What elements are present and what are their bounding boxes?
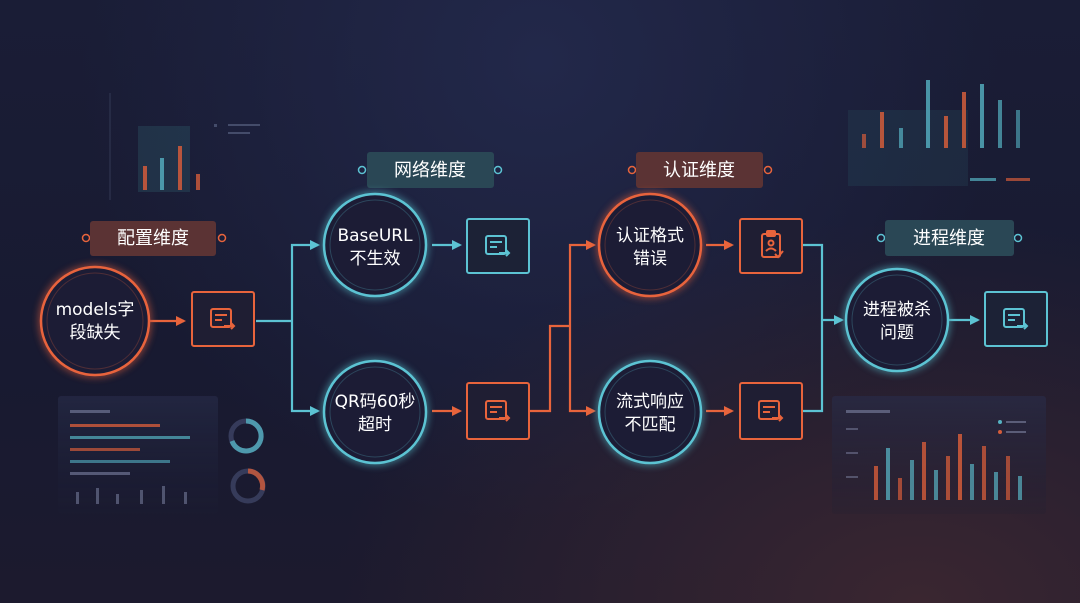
dimension-label-auth: 认证维度 bbox=[588, 152, 812, 188]
node-text-line-2: 问题 bbox=[880, 323, 914, 343]
icon-box-qr bbox=[466, 382, 530, 440]
clipboard-check-icon bbox=[761, 230, 784, 259]
decor-bars-bottom-right bbox=[832, 396, 1046, 514]
background-decoration bbox=[58, 80, 1046, 514]
decor-progress-panel bbox=[58, 396, 266, 514]
dimension-label-network: 网络维度 bbox=[316, 152, 548, 188]
document-arrow-icon bbox=[1003, 308, 1029, 330]
dimension-label-text: 进程维度 bbox=[913, 228, 985, 249]
connector-stream-box-to-merge bbox=[802, 320, 824, 413]
node-models-field: models字 段缺失 bbox=[39, 265, 151, 377]
icon-box-auth bbox=[739, 218, 803, 274]
icon-box-config bbox=[191, 291, 255, 347]
node-text-line-1: models字 bbox=[56, 300, 135, 320]
dimension-label-config: 配置维度 bbox=[40, 221, 266, 256]
dimension-label-text: 网络维度 bbox=[394, 160, 466, 181]
document-arrow-icon bbox=[758, 400, 784, 422]
decor-bars-top-right bbox=[848, 80, 1030, 186]
node-baseurl: BaseURL 不生效 bbox=[322, 192, 428, 298]
node-text-line-2: 段缺失 bbox=[70, 323, 121, 343]
node-text-line-2: 不匹配 bbox=[625, 415, 676, 435]
node-text-line-1: 认证格式 bbox=[616, 226, 684, 246]
node-qr-timeout: QR码60秒 超时 bbox=[322, 359, 428, 465]
document-arrow-icon bbox=[210, 308, 236, 330]
icon-box-baseurl bbox=[466, 218, 530, 274]
node-auth-format: 认证格式 错误 bbox=[597, 192, 703, 298]
dimension-label-process: 进程维度 bbox=[836, 220, 1066, 256]
connector-qr-box-to-auth-branch bbox=[530, 324, 570, 413]
connector-branch-to-qr bbox=[290, 321, 320, 416]
connectors bbox=[148, 240, 980, 416]
node-text-line-2: 错误 bbox=[633, 249, 667, 269]
node-text-line-2: 超时 bbox=[358, 415, 392, 435]
node-text-line-1: 流式响应 bbox=[616, 392, 684, 412]
node-text-line-2: 不生效 bbox=[350, 249, 401, 269]
icon-box-stream bbox=[739, 382, 803, 440]
connector-auth-box-to-merge bbox=[802, 243, 824, 320]
connector-branch-to-stream bbox=[568, 326, 596, 416]
node-text-line-1: 进程被杀 bbox=[863, 300, 931, 320]
dimension-label-text: 认证维度 bbox=[663, 160, 735, 181]
connector-branch-to-auth bbox=[568, 240, 596, 326]
connector-branch-to-baseurl bbox=[290, 240, 320, 321]
document-arrow-icon bbox=[485, 400, 511, 422]
decor-bars-top-left bbox=[109, 93, 260, 200]
node-process-killed: 进程被杀 问题 bbox=[844, 267, 950, 373]
dimension-label-text: 配置维度 bbox=[117, 228, 189, 249]
node-text-line-1: QR码60秒 bbox=[335, 392, 416, 412]
node-text-line-1: BaseURL bbox=[337, 226, 413, 246]
icon-box-process bbox=[984, 291, 1048, 347]
node-stream-mismatch: 流式响应 不匹配 bbox=[597, 359, 703, 465]
document-arrow-icon bbox=[485, 235, 511, 257]
